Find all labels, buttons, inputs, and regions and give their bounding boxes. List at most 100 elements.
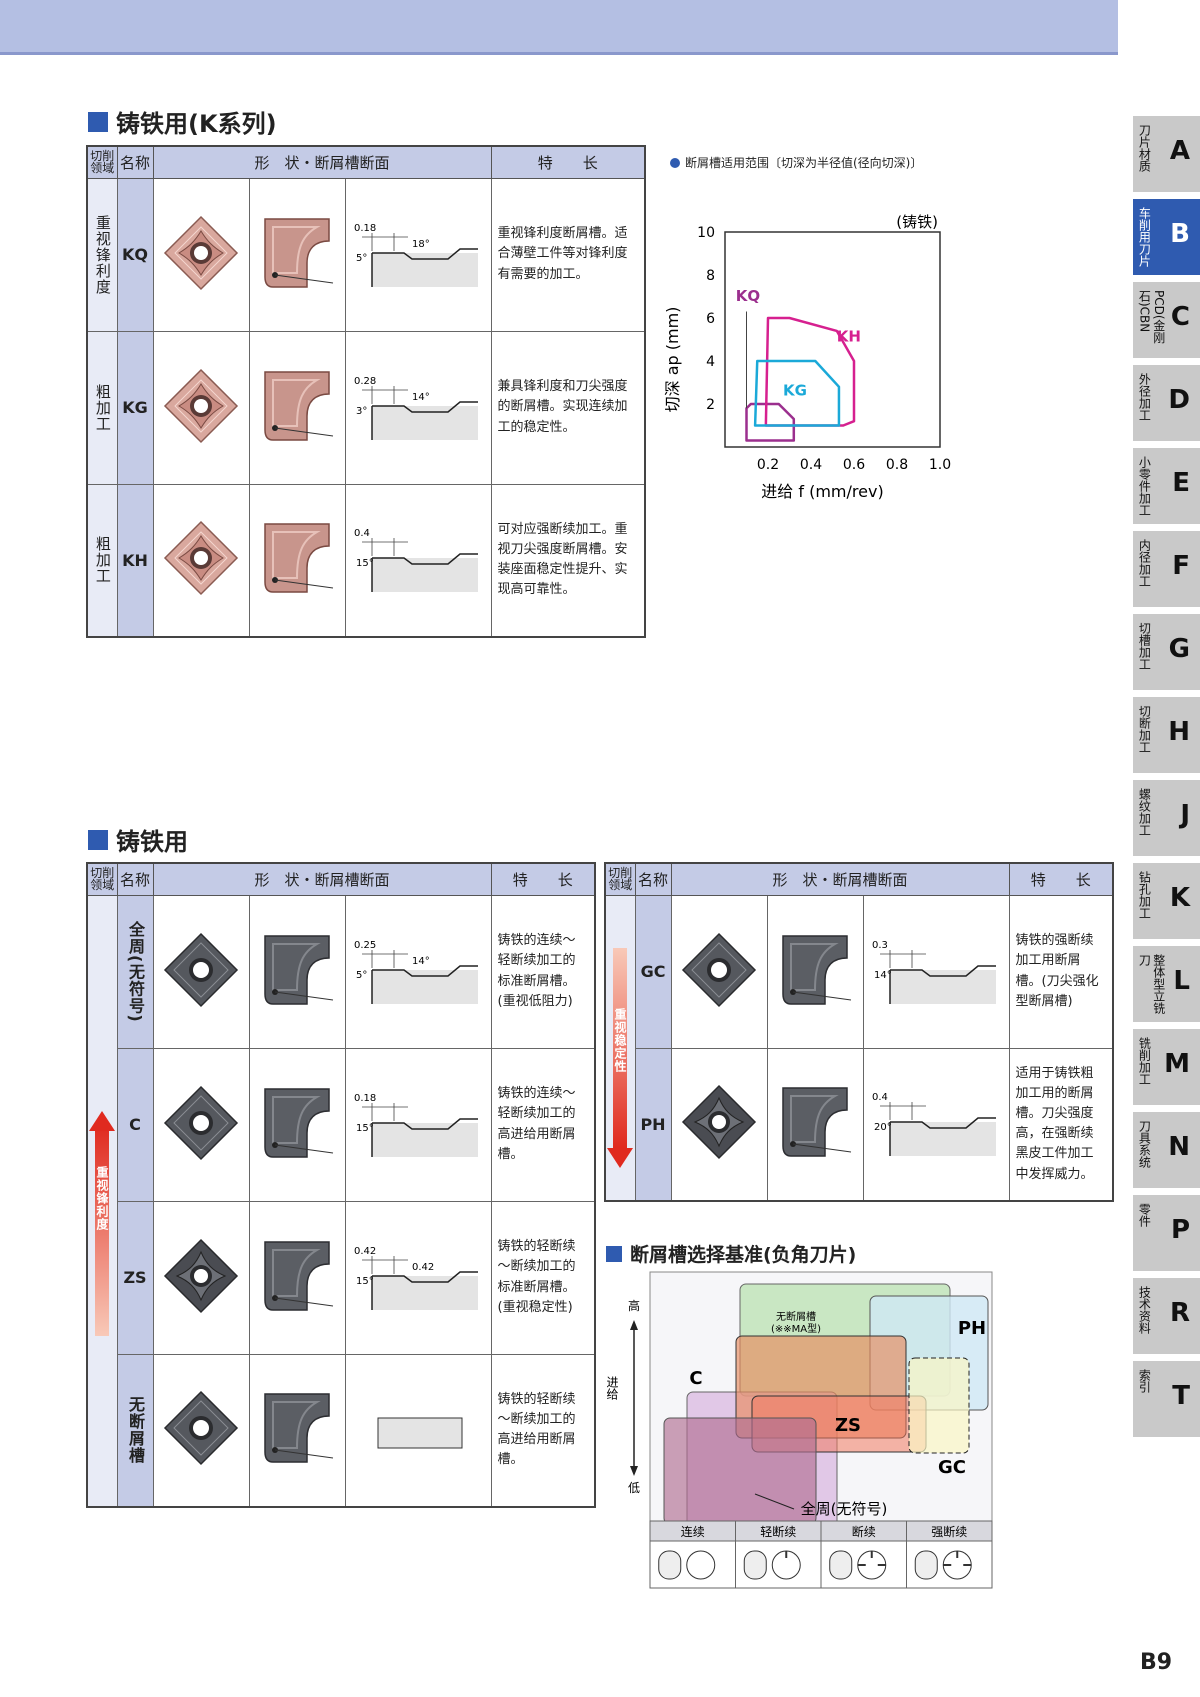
arrow-label: 重视锋利度 — [95, 1165, 110, 1231]
region-gc — [908, 1357, 970, 1454]
name-cell: PH — [634, 1047, 672, 1202]
section2-title-text: 铸铁用 — [116, 828, 188, 856]
corner-image — [248, 1353, 346, 1508]
table-header-row: 切削领域 名称 形 状・断屑槽断面 特 长 — [604, 862, 1114, 896]
feature-cell: 铸铁的强断续加工用断屑槽。(刀尖强化型断屑槽) — [1008, 894, 1114, 1049]
side-tab-label: 小零件加工 — [1137, 456, 1152, 516]
side-tab-letter: C — [1170, 302, 1190, 332]
label-all-around: 全周(无符号) — [801, 1500, 888, 1518]
header-shape: 形 状・断屑槽断面 — [152, 862, 492, 896]
side-tab-j[interactable]: 螺纹加工 J — [1133, 780, 1200, 856]
feature-cell: 可对应强断续加工。重视刀尖强度断屑槽。安装座面稳定性提升、实现高可靠性。 — [490, 483, 646, 638]
side-tab-letter: J — [1180, 800, 1190, 830]
svg-text:18°: 18° — [412, 239, 430, 250]
header-shape: 形 状・断屑槽断面 — [670, 862, 1010, 896]
svg-text:0.3: 0.3 — [872, 940, 888, 951]
cut-type-label: 断续 — [852, 1524, 876, 1539]
workpiece-icon — [829, 1550, 887, 1580]
section-profile — [344, 1353, 492, 1508]
axis-high-label: 高 — [628, 1298, 640, 1313]
chart-caption-text: 断屑槽适用范围〔切深为半径值(径向切深)〕 — [685, 156, 923, 170]
side-tab-letter: L — [1173, 966, 1190, 996]
svg-text:0.42: 0.42 — [412, 1262, 434, 1273]
name-label: ZS — [123, 1268, 147, 1287]
side-tab-n[interactable]: 刀具系统 N — [1133, 1112, 1200, 1188]
side-tab-letter: N — [1168, 1132, 1190, 1162]
header-name: 名称 — [116, 145, 154, 179]
y-tick-label: 8 — [706, 268, 715, 284]
side-tab-letter: H — [1168, 717, 1190, 747]
insert-image — [152, 1047, 250, 1202]
feature-cell: 适用于铸铁粗加工用的断屑槽。刀尖强度高，在强断续黑皮工件加工中发挥威力。 — [1008, 1047, 1114, 1202]
insert-image — [670, 1047, 768, 1202]
section-marker-icon — [88, 829, 108, 850]
feature-cell: 重视锋利度断屑槽。适合薄壁工件等对锋利度有需要的加工。 — [490, 177, 646, 332]
cut-type-label: 强断续 — [931, 1524, 967, 1539]
feature-text: 铸铁的连续～轻断续加工的标准断屑槽。(重视低阻力) — [497, 933, 576, 1009]
side-tab-label: 内径加工 — [1137, 539, 1152, 587]
label-zs: ZS — [835, 1415, 861, 1436]
section1-title-text: 铸铁用(K系列) — [116, 110, 277, 138]
header-shape: 形 状・断屑槽断面 — [152, 145, 492, 179]
corner-image — [766, 1047, 864, 1202]
corner-image — [248, 330, 346, 485]
name-label: C — [129, 1115, 141, 1134]
feature-cell: 兼具锋利度和刀尖强度的断屑槽。实现连续加工的稳定性。 — [490, 330, 646, 485]
feature-text: 铸铁的连续～轻断续加工的高进给用断屑槽。 — [497, 1086, 576, 1162]
arrow-label: 重视稳定性 — [613, 1007, 628, 1073]
corner-image — [248, 177, 346, 332]
selection-title: 断屑槽选择基准(负角刀片) — [606, 1240, 856, 1267]
bullet-icon — [670, 157, 680, 168]
name-label: KG — [122, 398, 148, 417]
workpiece-icon — [743, 1550, 801, 1580]
feature-text: 铸铁的强断续加工用断屑槽。(刀尖强化型断屑槽) — [1015, 933, 1099, 1009]
svg-text:5°: 5° — [356, 970, 367, 981]
side-tab-label: 刀片材质 — [1137, 124, 1152, 172]
name-label: 全周(无符号) — [126, 920, 145, 1023]
side-tab-label: 车削用刀片 — [1137, 207, 1152, 267]
side-tab-letter: D — [1168, 385, 1190, 415]
svg-text:0.4: 0.4 — [354, 528, 370, 539]
label-c: C — [689, 1368, 702, 1389]
insert-image — [152, 894, 250, 1049]
insert-image — [152, 1353, 250, 1508]
section-marker-icon — [606, 1245, 622, 1262]
x-tick-label: 0.6 — [843, 457, 865, 473]
feature-text: 重视锋利度断屑槽。适合薄壁工件等对锋利度有需要的加工。 — [497, 226, 628, 282]
side-tab-label: 整体型立铣刀 — [1137, 954, 1166, 1014]
side-tab-label: 刀具系统 — [1137, 1120, 1152, 1168]
svg-text:15°: 15° — [356, 1123, 374, 1134]
region-all-around — [663, 1417, 817, 1525]
side-tab-label: 螺纹加工 — [1137, 788, 1152, 836]
header-name: 名称 — [634, 862, 672, 896]
svg-text:20°: 20° — [874, 1122, 892, 1133]
insert-image — [152, 330, 250, 485]
top-band — [0, 0, 1118, 55]
chart-title: (铸铁) — [896, 213, 938, 231]
table-row: 无断屑槽 铸铁的轻断续～断续加工的高进给用断屑槽。 — [87, 1353, 596, 1508]
name-cell: 全周(无符号) — [116, 894, 154, 1049]
series-label-kg: KG — [783, 381, 807, 399]
side-tab-letter: P — [1170, 1215, 1190, 1245]
y-tick-label: 6 — [706, 311, 715, 327]
label-no-breaker: 无断屑槽(※※MA型) — [771, 1310, 821, 1335]
